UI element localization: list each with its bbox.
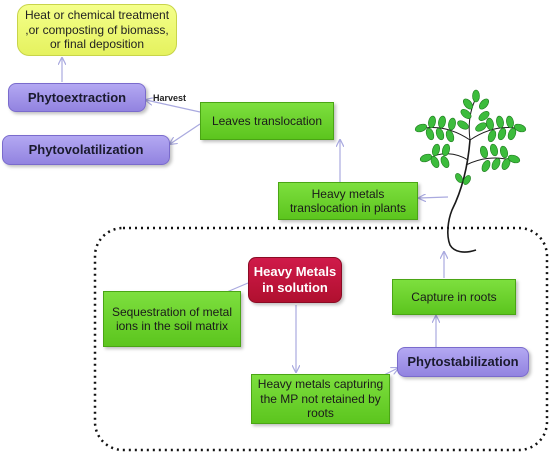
phytovolatilization-box: Phytovolatilization [2,135,170,165]
capture-roots-box: Capture in roots [392,279,516,315]
sequestration-box: Sequestration of metal ions in the soil … [103,291,241,347]
plant-icon [414,89,527,253]
sequestration-text: Sequestration of metal ions in the soil … [111,304,233,333]
heavy-metals-translocation-text: Heavy metals translocation in plants [289,186,407,215]
capturing-mp-text: Heavy metals capturing the MP not retain… [257,377,384,421]
heavy-metals-solution-text: Heavy Metals in solution [253,264,337,295]
leaves-translocation-text: Leaves translocation [211,113,323,128]
harvest-label: Harvest [153,93,187,103]
capturing-mp-box: Heavy metals capturing the MP not retain… [251,374,390,424]
phytovolatilization-text: Phytovolatilization [28,142,144,158]
capture-roots-text: Capture in roots [411,289,497,304]
phytoextraction-text: Phytoextraction [27,89,127,105]
soil-region-border [93,226,549,452]
leaves-translocation-box: Leaves translocation [200,102,334,140]
phytostabilization-box: Phytostabilization [397,347,529,377]
heavy-metals-translocation-box: Heavy metals translocation in plants [278,182,418,220]
arrow-plant-to-translocation [419,197,449,198]
final-treatment-box: Heat or chemical treatment ,or compostin… [17,4,177,56]
arrow-leaves-to-phytoextraction [146,100,201,113]
final-treatment-text: Heat or chemical treatment ,or compostin… [24,8,170,52]
arrow-leaves-to-phytovolatilization [170,123,201,144]
phytostabilization-text: Phytostabilization [407,354,519,370]
phytoextraction-box: Phytoextraction [8,83,146,112]
heavy-metals-solution-box: Heavy Metals in solution [248,257,342,303]
